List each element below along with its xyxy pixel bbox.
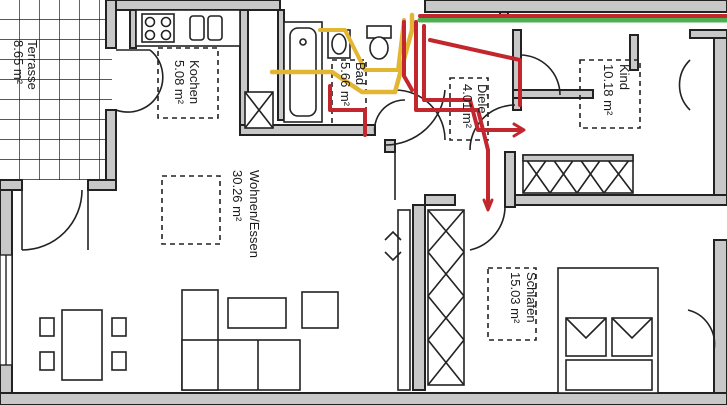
room-label-wohnen: Wohnen/Essen 30.26 m² — [230, 170, 262, 258]
bath-door — [373, 99, 406, 136]
svg-text:30.26 m²: 30.26 m² — [230, 170, 245, 222]
wardrobe-icon — [427, 209, 465, 386]
pipes — [269, 12, 727, 212]
svg-text:5.08 m²: 5.08 m² — [172, 60, 187, 105]
kitchen-cabinet — [244, 91, 274, 129]
stove-icon — [141, 13, 175, 43]
wardrobe-icon — [522, 154, 634, 194]
svg-text:Schlafen: Schlafen — [524, 272, 539, 323]
bed-icon — [557, 267, 659, 394]
room-label-schlafen: Schlafen 15.03 m² — [508, 272, 539, 324]
toilet-icon — [366, 25, 392, 60]
room-label-kochen: Kochen 5.08 m² — [172, 60, 202, 105]
terrace-tiles — [0, 0, 112, 180]
svg-text:Kind: Kind — [617, 64, 632, 90]
room-label-diele: Diele 4.01 m² — [460, 84, 490, 129]
svg-text:10.18 m²: 10.18 m² — [601, 64, 616, 116]
svg-text:Terrasse: Terrasse — [25, 40, 40, 90]
svg-text:4.01 m²: 4.01 m² — [460, 84, 475, 129]
door-swing-icon — [115, 49, 164, 113]
window-icon — [0, 254, 13, 366]
kitchen-counter — [135, 9, 241, 47]
door-swing-icon — [21, 188, 89, 251]
room-label-kind: Kind 10.18 m² — [601, 64, 632, 116]
svg-text:15.03 m²: 15.03 m² — [508, 272, 523, 324]
svg-text:Diele: Diele — [475, 84, 490, 114]
svg-text:5.66 m²: 5.66 m² — [338, 62, 353, 107]
sofa-icon — [181, 289, 339, 391]
svg-text:8.65 m²: 8.65 m² — [11, 40, 26, 85]
sink-icon — [189, 15, 223, 41]
sliding-door — [384, 209, 411, 391]
svg-text:Bad: Bad — [353, 62, 368, 85]
svg-text:Kochen: Kochen — [187, 60, 202, 104]
svg-text:Wohnen/Essen: Wohnen/Essen — [247, 170, 262, 258]
dining-table-icon — [39, 309, 127, 381]
room-label-terrasse: Terrasse 8.65 m² — [11, 40, 40, 90]
room-label-bad: Bad 5.66 m² — [338, 62, 368, 107]
